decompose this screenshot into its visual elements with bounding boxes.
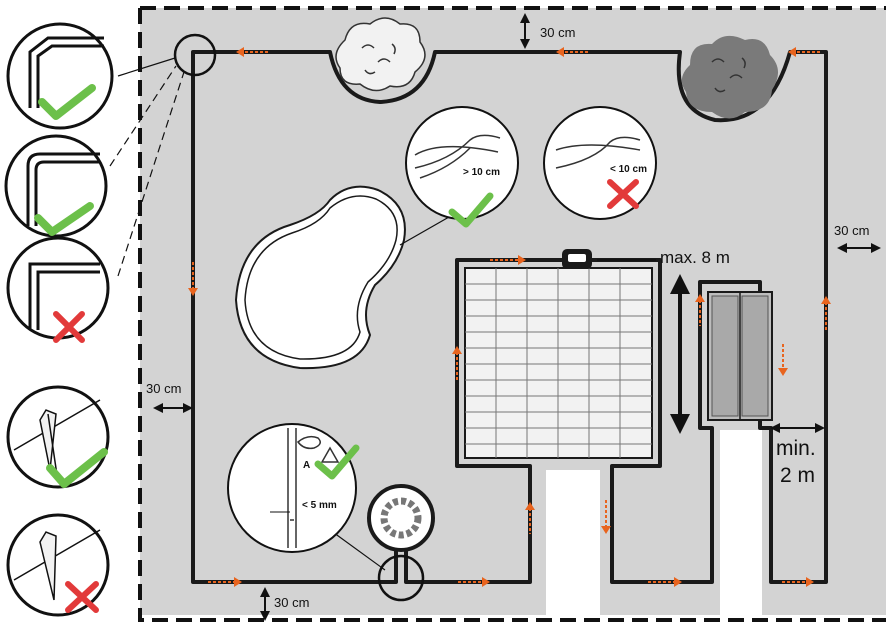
check-icon <box>46 448 108 488</box>
corner-example-square <box>6 236 110 343</box>
corner-highlight-circle <box>173 33 217 77</box>
top-spacing-label: 30 cm <box>540 25 575 40</box>
cross-icon <box>607 179 639 209</box>
cross-icon <box>65 581 99 613</box>
gap-detail: A < 5 mm <box>227 423 360 553</box>
warning-icon <box>320 446 340 463</box>
min-width-label-line1: min. <box>776 437 816 460</box>
mower-icon <box>562 249 592 269</box>
overlap-ok-detail: > 10 cm <box>405 106 519 228</box>
cross-icon <box>53 311 85 343</box>
shrub-icon <box>335 17 426 92</box>
shed-icon <box>707 291 773 421</box>
right-spacing-label: 30 cm <box>834 223 869 238</box>
peg-example-correct <box>6 385 110 489</box>
gap-label: < 5 mm <box>302 500 337 511</box>
corner-example-angled <box>6 22 114 130</box>
shrub-icon <box>681 35 779 119</box>
patio-icon <box>464 267 653 459</box>
bottom-spacing-label: 30 cm <box>274 595 309 610</box>
left-spacing-label: 30 cm <box>146 381 181 396</box>
max-distance-label: max. 8 m <box>660 248 730 267</box>
dimension-arrows <box>153 12 881 621</box>
overlap-bad-detail: < 10 cm <box>543 106 657 220</box>
overlap-bad-label: < 10 cm <box>610 164 647 175</box>
peg-example-wrong <box>6 513 110 617</box>
corner-example-rounded <box>4 134 108 238</box>
check-icon <box>314 444 360 480</box>
flowerbed-icon <box>367 484 435 552</box>
wire-direction-arrows <box>188 47 831 587</box>
marker-a-label: A <box>303 460 310 471</box>
pool-icon <box>234 185 406 370</box>
check-icon <box>448 192 494 228</box>
gap-highlight-circle <box>377 554 425 602</box>
boundary-wire <box>191 50 828 584</box>
check-icon <box>34 202 94 236</box>
property-boundary <box>138 6 886 622</box>
min-width-label-line2: 2 m <box>780 464 815 487</box>
overlap-ok-label: > 10 cm <box>463 167 500 178</box>
check-icon <box>38 84 96 120</box>
